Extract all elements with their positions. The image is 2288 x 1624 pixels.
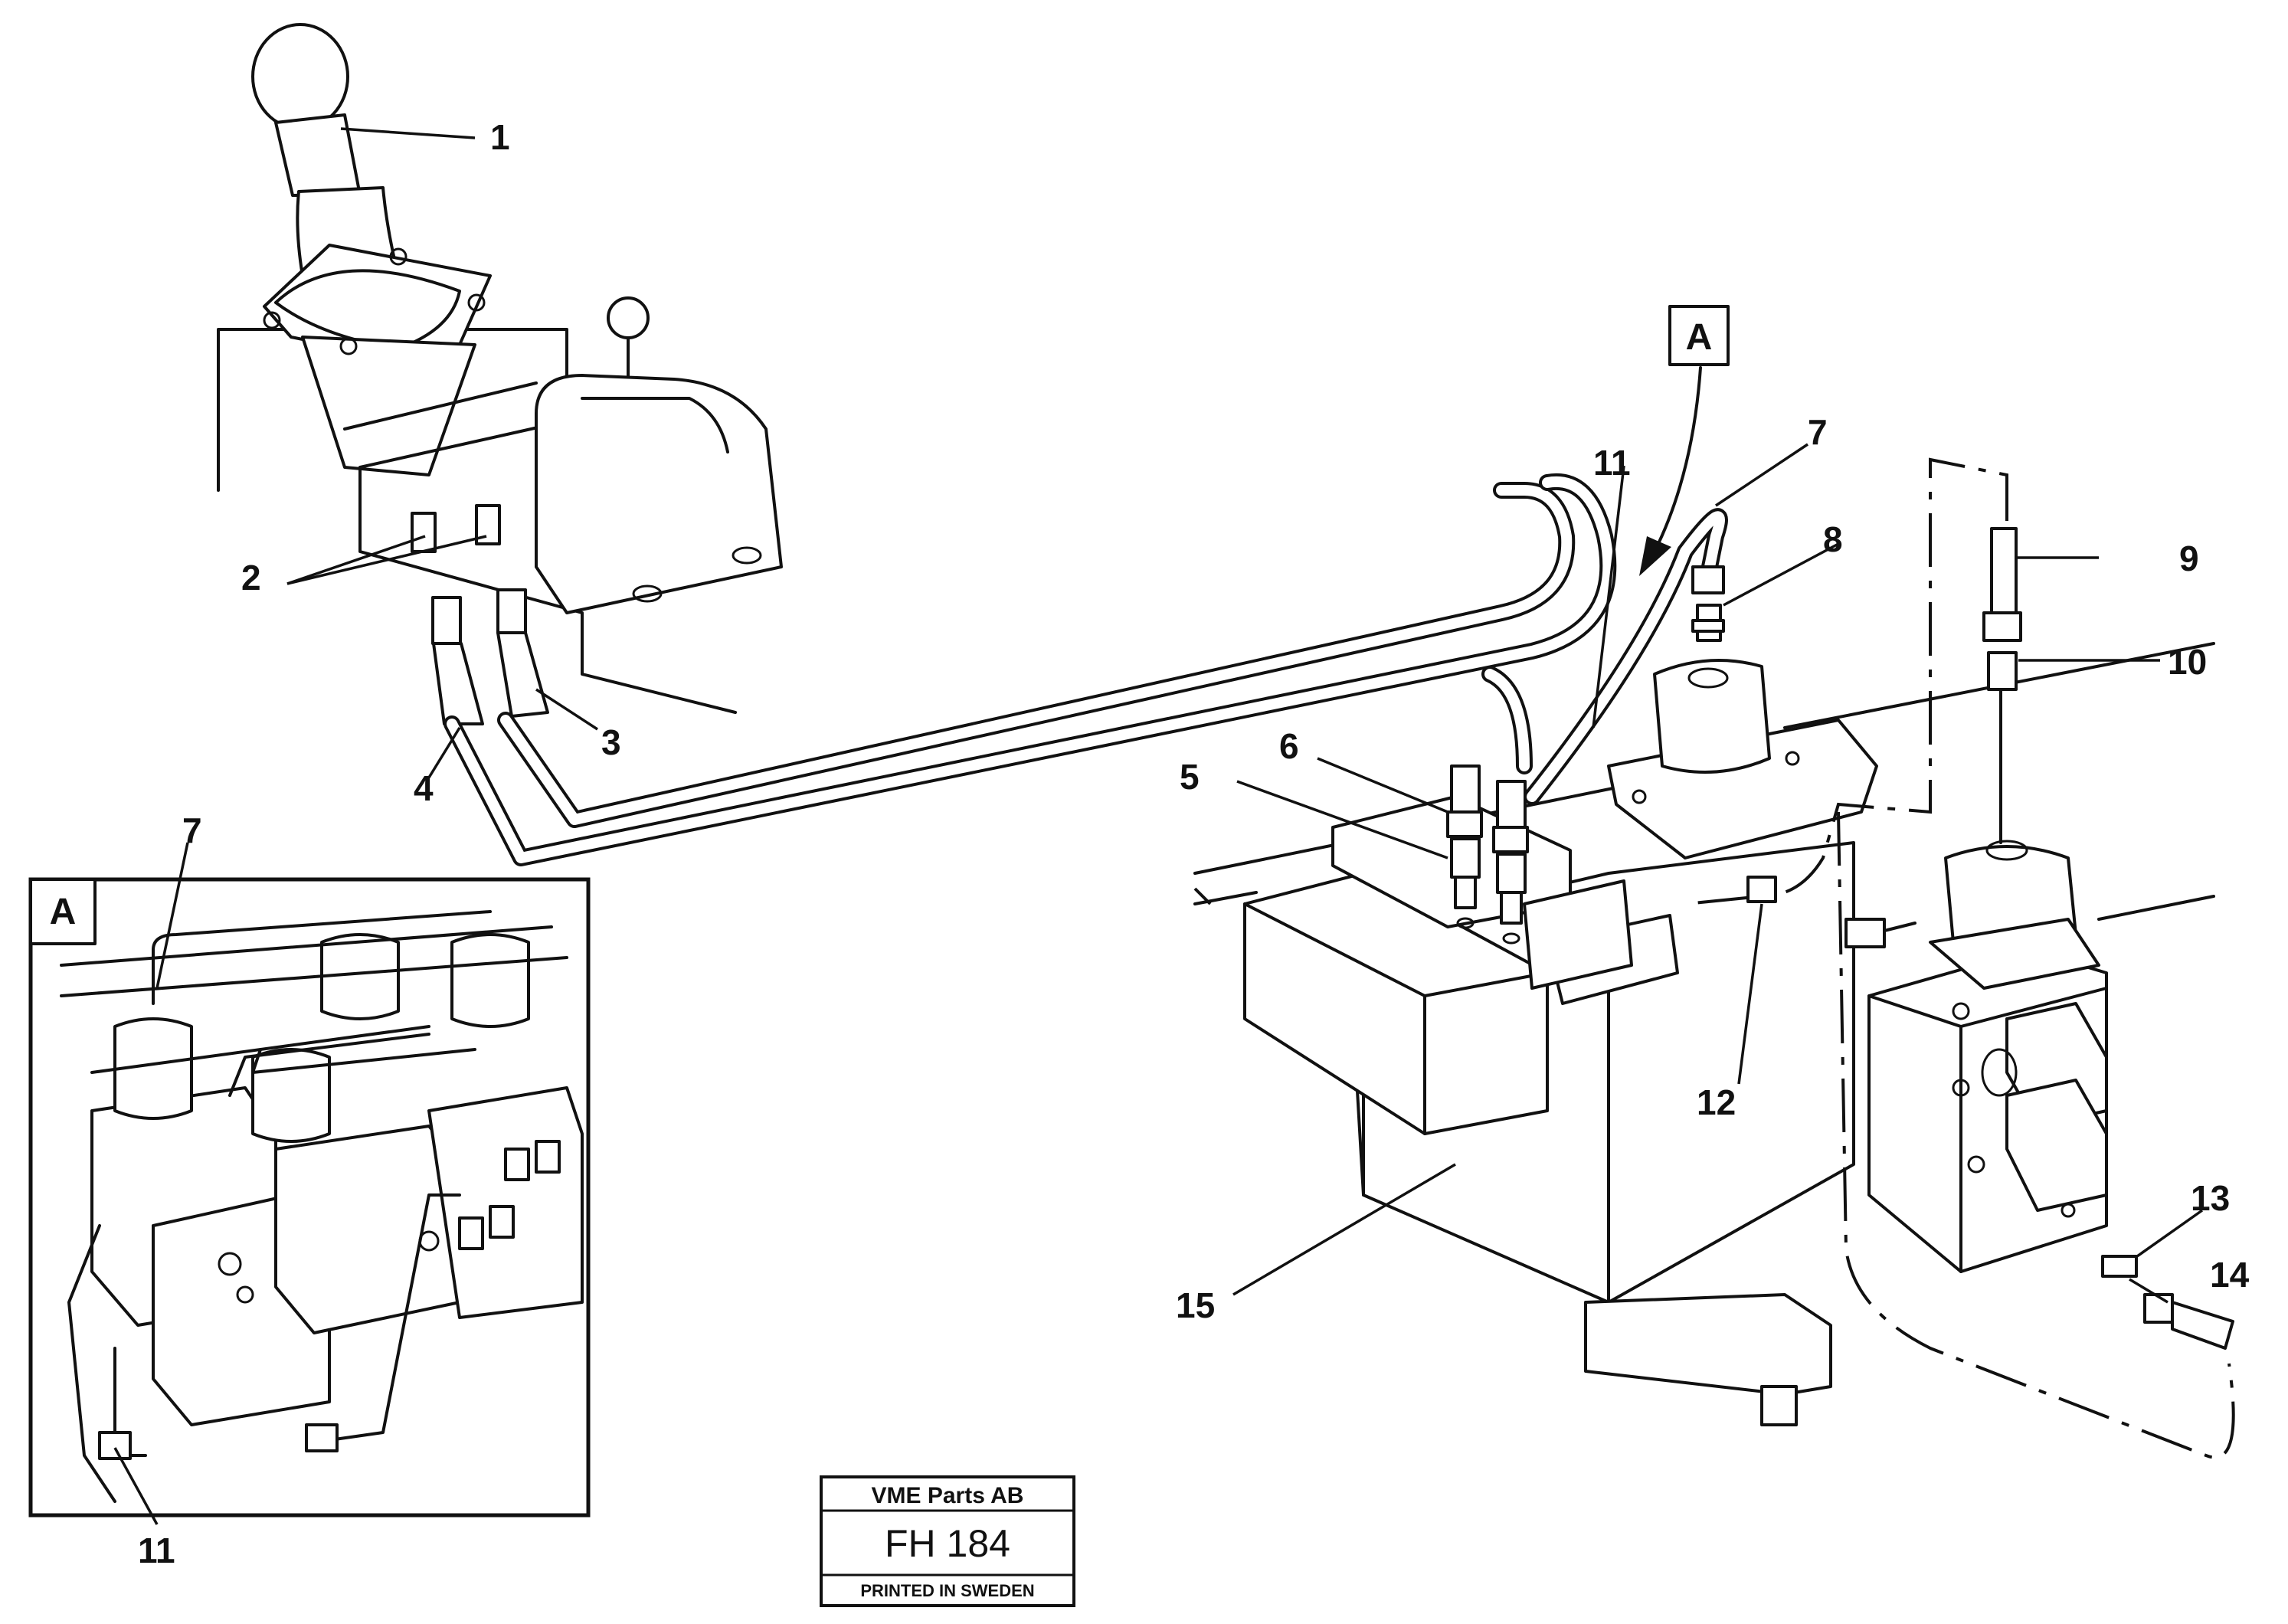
callout-7: 7	[1808, 412, 1828, 452]
callout-labels: 1 2 3 4 5 6 7 8 9 10 11 12 13 14 15 7 11	[138, 117, 2250, 1570]
gear-lever-cover	[535, 296, 783, 614]
stamp-printed: PRINTED IN SWEDEN	[860, 1581, 1034, 1600]
detail-a-arrow: A	[1639, 305, 1730, 576]
callout-11-inset: 11	[138, 1531, 175, 1570]
callout-1: 1	[490, 117, 510, 157]
stamp-company: VME Parts AB	[872, 1483, 1024, 1508]
callout-8: 8	[1823, 519, 1843, 559]
leader-lines	[113, 127, 2204, 1525]
title-stamp: VME Parts AB FH 184 PRINTED IN SWEDEN	[820, 1475, 1075, 1607]
main-valve-block	[1193, 642, 2215, 1426]
callout-4: 4	[414, 768, 434, 808]
callout-6: 6	[1279, 726, 1299, 766]
pipe-7-fitting-8	[1524, 508, 1728, 805]
detail-ref-inset: A	[50, 892, 77, 932]
hose-fittings-5-6	[1446, 765, 1529, 945]
inset-detail-a: A	[28, 877, 591, 1518]
stamp-code: FH 184	[885, 1522, 1010, 1565]
callout-5: 5	[1180, 757, 1200, 797]
control-lever-assembly	[217, 23, 737, 725]
callout-3: 3	[601, 722, 621, 762]
callout-10: 10	[2168, 642, 2207, 682]
callout-2: 2	[241, 558, 261, 598]
callout-9: 9	[2179, 539, 2199, 578]
callout-7-inset: 7	[182, 810, 202, 850]
secondary-valve	[1684, 457, 2235, 1459]
pilot-hoses	[444, 473, 1617, 866]
callout-13: 13	[2191, 1178, 2230, 1218]
detail-ref-main: A	[1686, 317, 1713, 358]
callout-12: 12	[1697, 1082, 1736, 1122]
callout-11: 11	[1593, 443, 1631, 483]
callout-15: 15	[1176, 1285, 1215, 1325]
callout-14: 14	[2210, 1255, 2250, 1295]
